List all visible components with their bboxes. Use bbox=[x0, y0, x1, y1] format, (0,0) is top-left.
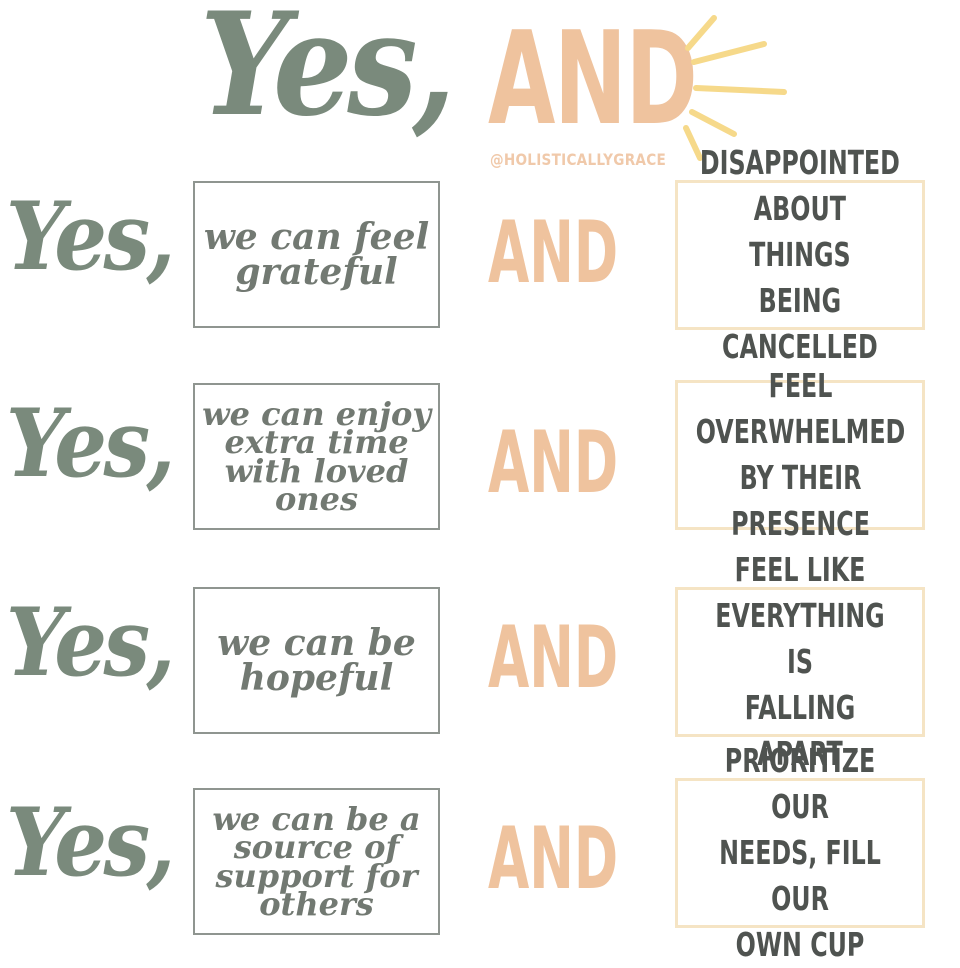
row-left-box: we can be a source of support for others bbox=[193, 788, 440, 935]
row-yes: Yes, bbox=[6, 588, 175, 698]
row-left-box: we can be hopeful bbox=[193, 587, 440, 734]
row-left-text: we can be a source of support for others bbox=[212, 800, 421, 923]
row-left-text: we can be hopeful bbox=[217, 622, 416, 699]
row-right-text: FEEL OVERWHELMED BY THEIR PRESENCE bbox=[695, 365, 905, 544]
row-left-text: we can enjoy extra time with loved ones bbox=[202, 395, 431, 518]
row-and: AND bbox=[488, 608, 619, 708]
row-right-box: PRIORITIZE OUR NEEDS, FILL OUR OWN CUP bbox=[675, 741, 925, 964]
row-right-text: FEEL LIKE EVERYTHING IS FALLING APART bbox=[715, 549, 885, 774]
row-left-box: we can feel grateful bbox=[193, 181, 440, 328]
row-right-text: DISAPPOINTED ABOUT THINGS BEING CANCELLE… bbox=[700, 142, 900, 367]
title-and: AND bbox=[488, 5, 698, 154]
row-right-box: FEEL OVERWHELMED BY THEIR PRESENCE bbox=[675, 366, 925, 543]
row-left-box: we can enjoy extra time with loved ones bbox=[193, 383, 440, 530]
row-yes: Yes, bbox=[6, 389, 175, 499]
row-and: AND bbox=[488, 203, 619, 303]
row-right-box: FEEL LIKE EVERYTHING IS FALLING APART bbox=[675, 550, 925, 773]
row-and: AND bbox=[488, 809, 619, 909]
title-yes: Yes, bbox=[200, 0, 456, 148]
sun-rays-icon bbox=[683, 15, 787, 161]
row-right-box: DISAPPOINTED ABOUT THINGS BEING CANCELLE… bbox=[675, 143, 925, 366]
row-yes: Yes, bbox=[6, 182, 175, 292]
row-left-text: we can feel grateful bbox=[203, 216, 430, 293]
row-yes: Yes, bbox=[6, 788, 175, 898]
row-and: AND bbox=[488, 413, 619, 513]
row-right-text: PRIORITIZE OUR NEEDS, FILL OUR OWN CUP bbox=[719, 740, 881, 965]
author-handle: @HOLISTICALLYGRACE bbox=[490, 150, 667, 169]
